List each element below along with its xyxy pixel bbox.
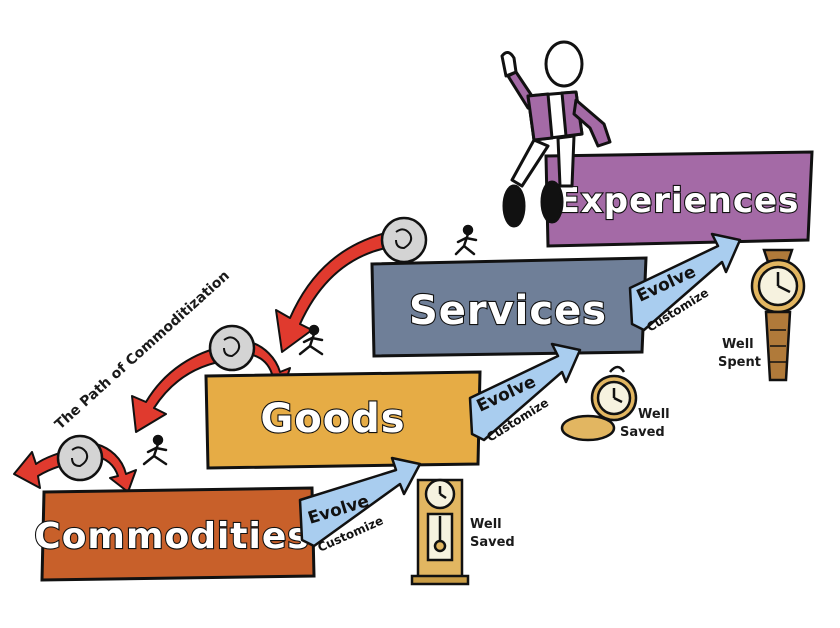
- grandfather-clock-icon: [410, 478, 470, 586]
- pocket-watch-icon: [560, 365, 638, 442]
- running-figures: [142, 224, 478, 466]
- step-label: Goods: [260, 396, 405, 442]
- running-figure-icon: [298, 324, 324, 356]
- wrist-watch-icon: [750, 248, 806, 382]
- coin-icon: [380, 216, 428, 264]
- running-figure-icon: [142, 434, 168, 466]
- step-services: Services: [370, 256, 648, 358]
- step-label: Commodities: [34, 516, 309, 557]
- running-figure-icon: [454, 224, 478, 256]
- step-label: Services: [409, 288, 607, 334]
- commoditization-arrow-middle: [131, 345, 231, 433]
- evolve-arrow-1: Evolve Customize: [298, 456, 422, 555]
- step-goods: Goods: [204, 370, 482, 470]
- evolve-arrow-3: Evolve Customize: [628, 232, 742, 335]
- time-label-line1: Well: [722, 337, 754, 352]
- time-label-line1: Well: [638, 407, 670, 422]
- coin-icons: [56, 216, 428, 482]
- coin-icon: [208, 324, 256, 372]
- step-commodities: Commodities: [33, 486, 316, 582]
- step-experiences: Experiences: [544, 150, 814, 248]
- time-label-line2: Spent: [718, 355, 761, 370]
- commoditization-arrow-upper: [275, 233, 387, 353]
- coin-icon: [56, 434, 104, 482]
- step-label: Experiences: [557, 181, 800, 221]
- time-label-line2: Saved: [620, 425, 665, 440]
- cheering-person-icon: [500, 40, 612, 228]
- time-label-line2: Saved: [470, 535, 515, 550]
- time-label-line1: Well: [470, 517, 502, 532]
